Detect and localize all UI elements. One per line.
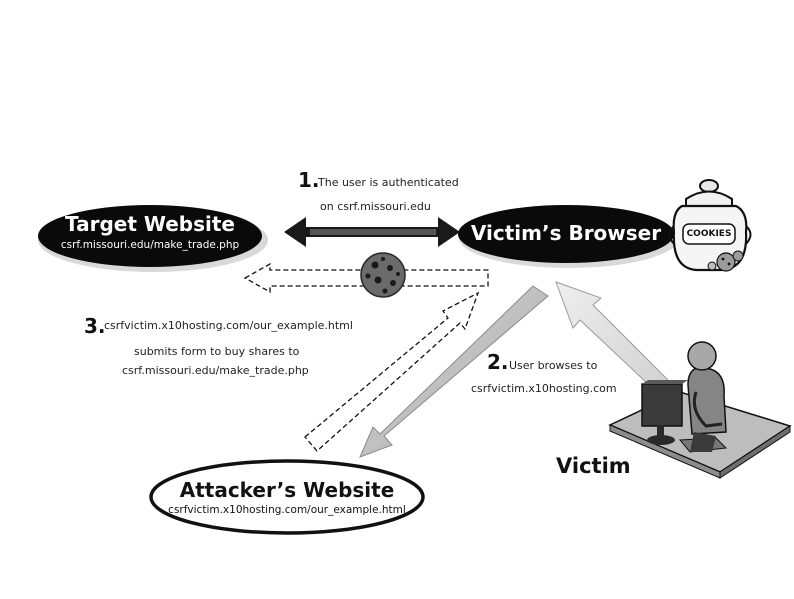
step3-number: 3. — [84, 314, 106, 338]
step1-text-line2: on csrf.missouri.edu — [320, 200, 431, 213]
attackers-website-title: Attacker’s Website — [179, 478, 395, 502]
victims-browser-title: Victim’s Browser — [470, 221, 662, 245]
step1-double-arrow — [284, 217, 460, 247]
target-website-node — [38, 205, 268, 272]
step3-text-line1: csrfvictim.x10hosting.com/our_example.ht… — [104, 319, 353, 332]
step2-number: 2. — [487, 350, 509, 374]
target-website-title: Target Website — [65, 212, 235, 236]
step1-number: 1. — [298, 168, 320, 192]
cookie-jar-label: COOKIES — [686, 229, 732, 239]
cookie-jar-icon — [668, 179, 752, 272]
victim-person-icon — [608, 341, 792, 479]
step1-text-line1: The user is authenticated — [318, 176, 459, 189]
victim-label: Victim — [556, 454, 631, 478]
step2-text-line1: User browses to — [509, 359, 598, 372]
malicious-page-dashed-arrow — [304, 291, 480, 452]
step3-text-line2: submits form to buy shares to — [134, 345, 300, 358]
victims-browser-node — [458, 205, 679, 268]
step2-text-line2: csrfvictim.x10hosting.com — [471, 382, 617, 395]
attackers-website-url: csrfvictim.x10hosting.com/our_example.ht… — [168, 504, 406, 516]
step3-text-line3: csrf.missouri.edu/make_trade.php — [122, 364, 309, 377]
browse-request-arrow — [359, 285, 549, 458]
target-website-url: csrf.missouri.edu/make_trade.php — [60, 239, 240, 251]
attackers-website-node — [149, 459, 425, 535]
cookie-icon — [360, 252, 406, 298]
